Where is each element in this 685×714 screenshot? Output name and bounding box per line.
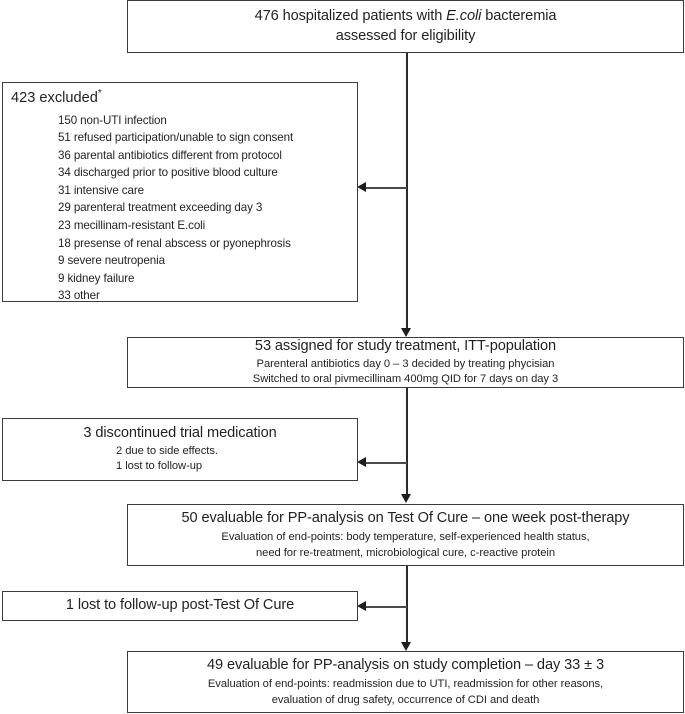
arrowhead-to-discontinued [357,457,366,467]
connector-enrollment-to-assigned [406,52,408,329]
node-assigned-itt: 53 assigned for study treatment, ITT-pop… [127,337,684,388]
excluded-reason-list: 150 non-UTI infection 51 refused partici… [3,112,357,306]
node-lost-post-test-of-cure: 1 lost to follow-up post-Test Of Cure [2,591,358,621]
connector-assigned-to-toc [406,387,408,495]
connector-toc-to-completion [406,566,408,643]
assigned-title: 53 assigned for study treatment, ITT-pop… [254,338,557,355]
list-item: 29 parenteral treatment exceeding day 3 [58,201,263,215]
completion-sub-line2: evaluation of drug safety, occurrence of… [271,693,540,706]
list-item: 150 non-UTI infection [58,113,167,127]
connector-to-lost-post-toc [364,606,407,608]
arrowhead-to-excluded [357,182,366,192]
connector-to-excluded [364,187,407,189]
lost-post-toc-title: 1 lost to follow-up post-Test Of Cure [65,597,295,614]
excluded-title: 423 excluded* [11,88,102,106]
list-item: 23 mecillinam-resistant E.coli [58,219,206,233]
arrowhead-to-lost-post-toc [357,601,366,611]
list-item: 9 kidney failure [58,271,135,285]
assigned-sub-line2: Switched to oral pivmecillinam 400mg QID… [252,373,559,386]
toc-sub-line2: need for re-treatment, microbiological c… [255,546,556,559]
list-item: 33 other [58,289,100,303]
connector-to-discontinued [364,462,407,464]
discontinued-title: 3 discontinued trial medication [83,425,277,441]
node-discontinued: 3 discontinued trial medication 2 due to… [2,418,358,481]
enrollment-title-line1: 476 hospitalized patients with E.coli ba… [254,7,557,24]
enrollment-organism-italic: E.coli [446,7,482,24]
completion-title: 49 evaluable for PP-analysis on study co… [207,656,604,673]
list-item: 51 refused participation/unable to sign … [58,131,294,145]
discontinued-sub-line2: 1 lost to follow-up [116,460,203,473]
discontinued-sub-line1: 2 due to side effects. [116,444,218,457]
toc-title: 50 evaluable for PP-analysis on Test Of … [181,509,630,526]
node-test-of-cure: 50 evaluable for PP-analysis on Test Of … [127,504,684,566]
excluded-footnote-marker: * [97,88,102,100]
node-study-completion: 49 evaluable for PP-analysis on study co… [127,651,684,713]
assigned-sub-line1: Parenteral antibiotics day 0 – 3 decided… [256,357,555,370]
list-item: 9 severe neutropenia [58,254,165,268]
list-item: 18 presense of renal abscess or pyonephr… [58,236,291,250]
node-enrollment: 476 hospitalized patients with E.coli ba… [127,0,684,53]
arrowhead-to-completion [401,642,411,651]
completion-sub-line1: Evaluation of end-points: readmission du… [207,678,604,691]
node-excluded: 423 excluded* 150 non-UTI infection 51 r… [2,82,358,302]
list-item: 36 parental antibiotics different from p… [58,148,282,162]
list-item: 31 intensive care [58,183,144,197]
arrowhead-to-toc [401,494,411,503]
enrollment-title-line2: assessed for eligibility [335,27,476,44]
list-item: 34 discharged prior to positive blood cu… [58,166,278,180]
arrowhead-to-assigned [401,328,411,337]
toc-sub-line1: Evaluation of end-points: body temperatu… [221,531,590,544]
